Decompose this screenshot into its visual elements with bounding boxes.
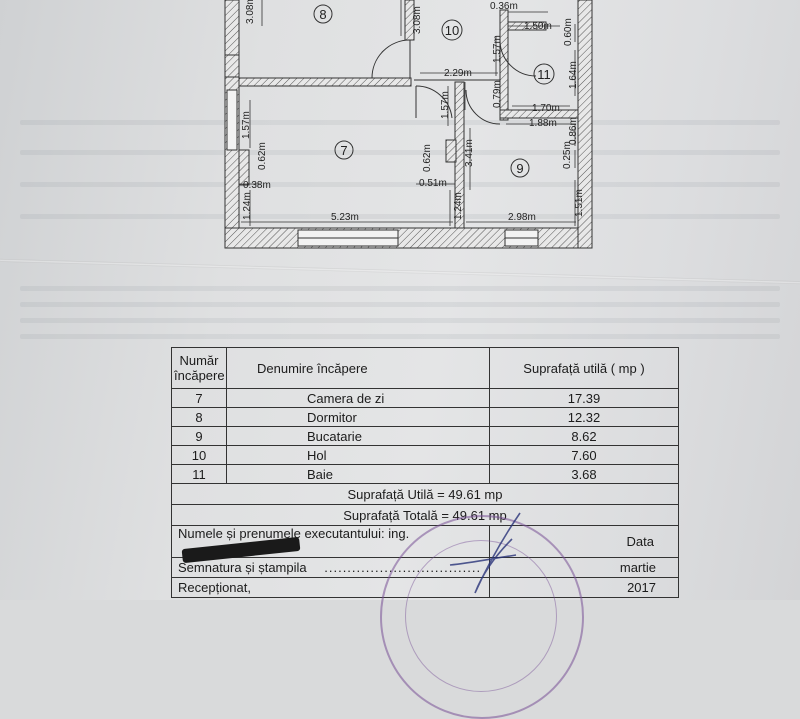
dimension-label: 0.25m [562,141,573,169]
dimension-label: 1.57m [241,111,252,139]
wall-8-7 [238,77,412,87]
bleed-through-line [20,214,780,219]
room-number: 7 [171,388,227,408]
room-name: Camera de zi [226,388,490,408]
bleed-through-line [20,150,780,155]
room-number: 8 [171,407,227,427]
room-number: 9 [171,426,227,446]
dimension-label: 1.24m [242,192,253,220]
room-number-11: 11 [537,67,551,82]
dimension-label: 3.41m [464,139,475,167]
door-swing [371,39,411,79]
room-area: 17.39 [489,388,679,408]
room-area: 3.68 [489,464,679,484]
bleed-through-line [20,286,780,291]
room-number-7: 7 [340,143,347,158]
dimension-label: 1.51m [574,189,585,217]
dimension-label: 3.08m [412,6,423,34]
executor-label: Numele și prenumele executantului: ing. [178,526,410,541]
door-swing [499,39,537,77]
total-useful-row: Suprafață Utilă = 49.61 mp [171,483,679,505]
header-room-area: Suprafață utilă ( mp ) [489,347,679,389]
header-room-name: Denumire încăpere [226,347,490,389]
wall-bath-bottom [499,109,579,119]
dimension-label: 3.08m [245,0,256,24]
header-room-number: Număr încăpere [171,347,227,389]
wall-right [577,0,593,249]
dimension-label: 1.24m [453,192,464,220]
bleed-through-line [20,182,780,187]
room-name: Dormitor [226,407,490,427]
table-row: 10 Hol 7.60 [171,445,679,465]
table-row: 8 Dormitor 12.32 [171,407,679,427]
floor-plan: 8 10 11 7 9 3.08m 3.08m 0.36m 1.50m 0.60… [224,0,593,249]
dimension-label: 0.86m [568,117,579,145]
dimension-label: 1.88m [529,118,557,129]
dimension-label: 0.62m [422,144,433,172]
dimension-label: 0.38m [243,180,271,191]
handwritten-signature [449,512,521,594]
room-area: 8.62 [489,426,679,446]
dimension-label: 0.62m [257,142,268,170]
signature-label: Semnatura și ștampila [178,559,307,575]
total-useful-area: Suprafață Utilă = 49.61 mp [171,483,679,505]
bleed-through-line [20,318,780,323]
room-area: 12.32 [489,407,679,427]
window [226,89,238,151]
dimension-label: 0.79m [492,80,503,108]
bleed-through-line [20,302,780,307]
table-row: 9 Bucatarie 8.62 [171,426,679,446]
door-swing [465,89,501,125]
bleed-through-line [20,334,780,339]
table-row: 11 Baie 3.68 [171,464,679,484]
dimension-label: 0.51m [419,178,447,189]
dimension-label: 0.60m [563,18,574,46]
room-name: Bucatarie [226,426,490,446]
dimension-label: 1.70m [532,103,560,114]
dimension-label: 1.50m [524,21,552,32]
room-area: 7.60 [489,445,679,465]
room-number: 10 [171,445,227,465]
dimension-label: 0.36m [490,1,518,12]
dimension-label: 2.98m [508,212,536,223]
door-swing [415,85,453,119]
bleed-through-line [20,120,780,125]
room-number-10: 10 [445,23,459,38]
wall-bath-left [499,9,509,121]
dimension-label: 1.57m [492,35,503,63]
room-number-9: 9 [516,161,523,176]
room-number-8: 8 [319,7,326,22]
dimension-label: 1.57m [440,91,451,119]
table-row: 7 Camera de zi 17.39 [171,388,679,408]
dimension-label: 1.64m [568,61,579,89]
dimension-label: 2.29m [444,68,472,79]
table-header-row: Număr încăpere Denumire încăpere Suprafa… [171,347,679,389]
dimension-label: 5.23m [331,212,359,223]
room-number: 11 [171,464,227,484]
room-name: Hol [226,445,490,465]
room-name: Baie [226,464,490,484]
